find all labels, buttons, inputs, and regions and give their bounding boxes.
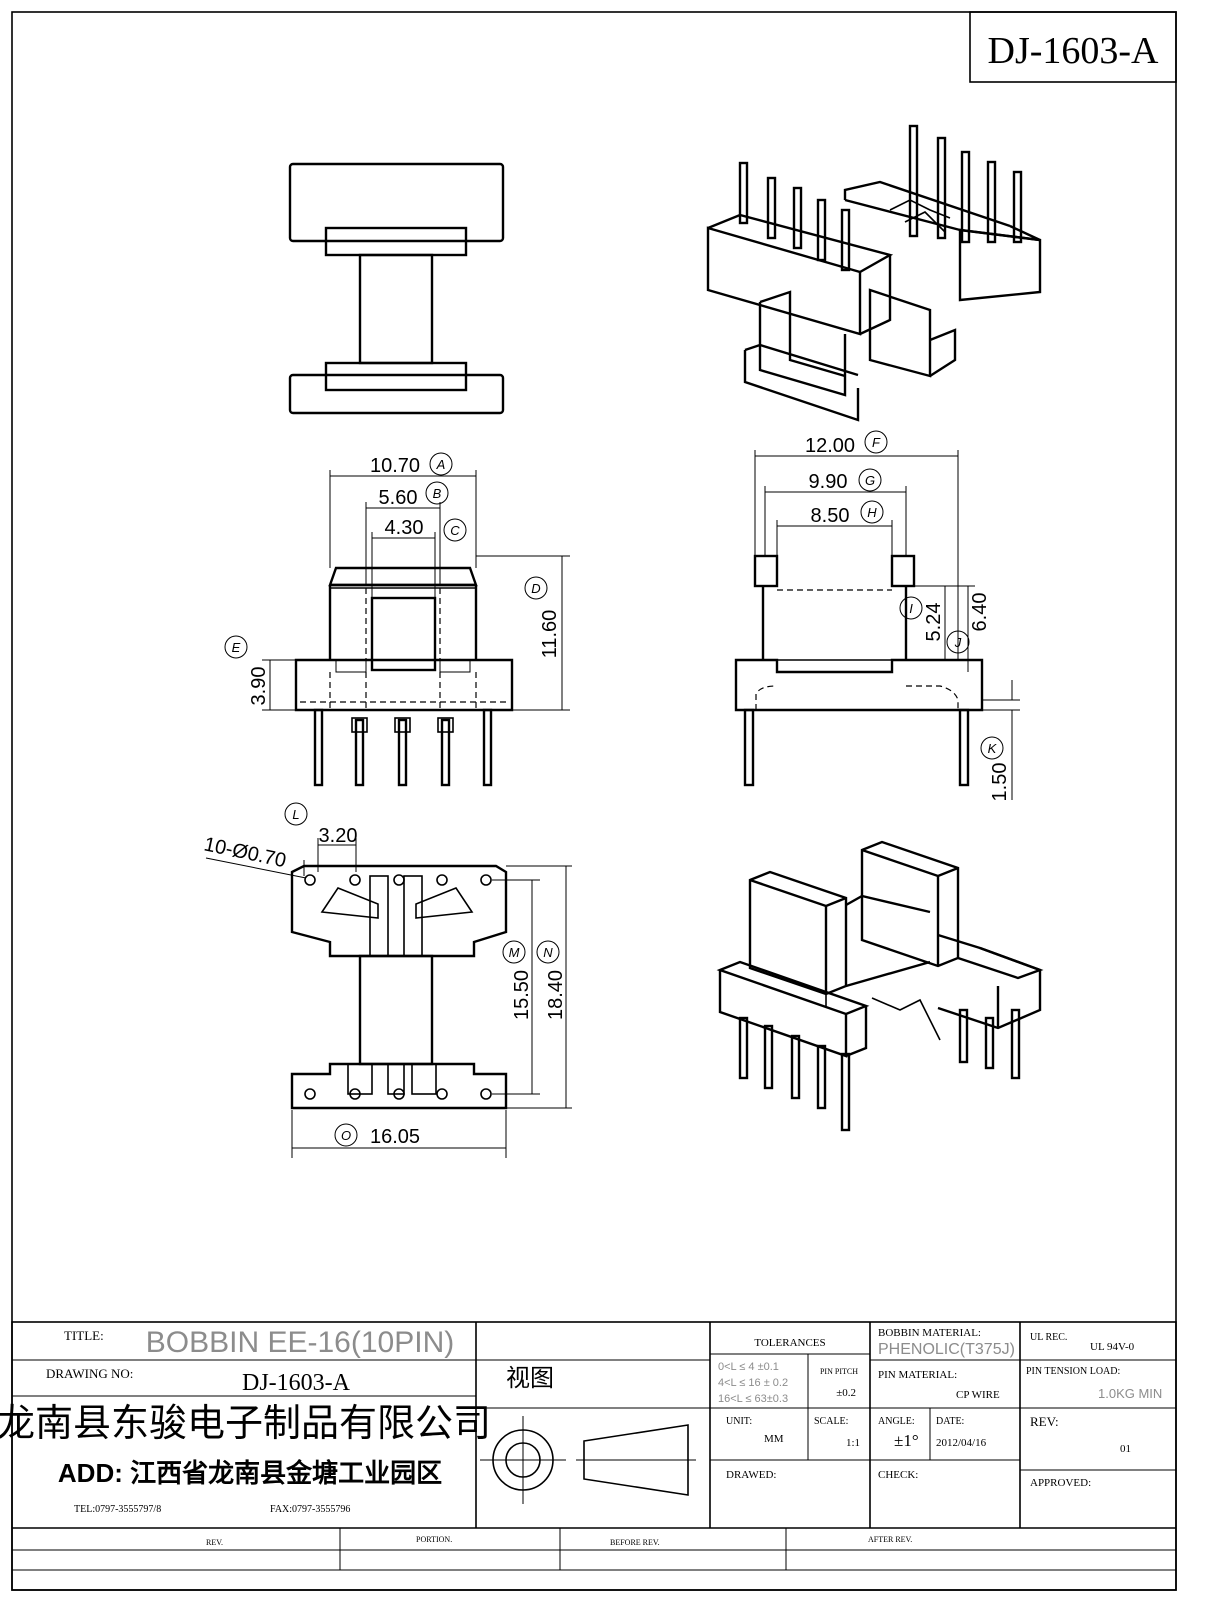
pin-tension-label: PIN TENSION LOAD: [1026,1366,1120,1377]
company-tel: TEL:0797-3555797/8 [74,1504,161,1515]
tolerance-1: 0<L ≤ 4 ±0.1 [718,1361,779,1373]
dim-B-value: 5.60 [379,487,418,509]
dim-L-holes: 10-Ø0.70 [202,833,288,872]
bottom-view [205,838,572,1158]
date-value: 2012/04/16 [936,1437,987,1449]
footer-rev: REV. [206,1538,223,1547]
company-address: ADD: 江西省龙南县金塘工业园区 [58,1458,442,1488]
footer-after-rev: AFTER REV. [868,1535,912,1544]
angle-label: ANGLE: [878,1416,915,1427]
title-label: TITLE: [64,1328,104,1343]
drawed-label: DRAWED: [726,1469,776,1481]
dim-F-value: 12.00 [805,435,855,457]
front-view [262,470,570,787]
dim-H-letter: H [867,505,877,520]
isometric-view-pins-down [716,840,1044,1132]
pin-pitch-label: PIN PITCH [820,1367,858,1376]
dim-A-letter: A [436,457,446,472]
ul-rec-value: UL 94V-0 [1090,1341,1135,1353]
dim-F-marker [864,430,888,454]
dim-D-value: 11.60 [539,610,561,659]
pin-tension-value: 1.0KG MIN [1098,1386,1162,1401]
title-block [11,1321,1177,1591]
dim-H-value: 8.50 [811,505,850,527]
bobbin-material-value: PHENOLIC(T375J) [878,1341,1015,1358]
rev-label: REV: [1030,1414,1059,1429]
rev-value: 01 [1120,1443,1131,1455]
tolerance-2: 4<L ≤ 16 ± 0.2 [718,1377,788,1389]
scale-label: SCALE: [814,1416,848,1427]
title-value: BOBBIN EE-16(10PIN) [146,1326,454,1359]
dim-E-marker [224,635,248,659]
dim-C-value: 4.30 [385,517,424,539]
dim-M-value: 15.50 [511,970,533,1020]
dim-I-letter: I [909,601,913,616]
unit-value: MM [764,1433,784,1445]
dim-G-marker [858,468,882,492]
dim-N-value: 18.40 [545,970,567,1020]
dim-K-value: 1.50 [989,763,1011,802]
unit-label: UNIT: [726,1416,752,1427]
dim-O-marker [334,1123,358,1147]
dim-M-marker [502,940,526,964]
tolerances-label: TOLERANCES [754,1337,825,1349]
drawing-no-label: DRAWING NO: [46,1366,133,1381]
dim-G-letter: G [865,473,875,488]
dim-N-letter: N [543,945,553,960]
header-drawing-number: DJ-1603-A [988,30,1160,72]
pin-material-value: CP WIRE [956,1389,1000,1401]
pin-pitch-value: ±0.2 [836,1387,856,1399]
pin-material-label: PIN MATERIAL: [878,1369,957,1381]
bobbin-material-label: BOBBIN MATERIAL: [878,1327,981,1339]
tolerance-3: 16<L ≤ 63±0.3 [718,1393,788,1405]
company-name: 龙南县东骏电子制品有限公司 [0,1403,491,1445]
dim-D-marker [524,576,548,600]
dim-B-marker [425,481,449,505]
dim-B-letter: B [433,486,442,501]
dim-K-letter: K [988,741,998,756]
angle-value: ±1° [894,1431,919,1450]
dim-F-letter: F [872,435,881,450]
dim-C-letter: C [450,523,460,538]
side-view [734,450,1020,800]
drawing-no-value: DJ-1603-A [242,1370,351,1396]
top-view [288,162,505,415]
view-label: 视图 [506,1365,554,1392]
dim-A-value: 10.70 [370,455,420,477]
date-label: DATE: [936,1416,964,1427]
dim-N-marker [536,940,560,964]
footer-portion: PORTION. [416,1535,452,1544]
dim-J-letter: J [954,635,962,650]
dim-O-value: 16.05 [370,1126,420,1148]
dim-E-letter: E [232,640,241,655]
dim-J-marker [946,630,970,654]
dim-A-marker [429,452,453,476]
dim-E-value: 3.90 [248,667,270,706]
header-drawing-number-box: DJ-1603-A [969,11,1177,83]
ul-rec-label: UL REC. [1030,1332,1067,1343]
isometric-view-pins-up [706,124,1042,422]
dim-H-marker [860,500,884,524]
dim-C-marker [443,518,467,542]
dim-K-marker [980,736,1004,760]
dim-L-letter: L [292,807,299,822]
dim-J-value: 6.40 [969,593,991,632]
dim-I-value: 5.24 [923,603,945,642]
dim-O-letter: O [341,1128,351,1143]
check-label: CHECK: [878,1469,918,1481]
company-fax: FAX:0797-3555796 [270,1504,350,1515]
footer-before-rev: BEFORE REV. [610,1538,660,1547]
approved-label: APPROVED: [1030,1477,1091,1489]
dim-D-letter: D [531,581,540,596]
dim-I-marker [899,596,923,620]
dim-M-letter: M [509,945,520,960]
dim-L-marker [284,802,308,826]
dim-L-value: 3.20 [319,825,358,847]
dim-G-value: 9.90 [809,471,848,493]
scale-value: 1:1 [846,1437,860,1449]
